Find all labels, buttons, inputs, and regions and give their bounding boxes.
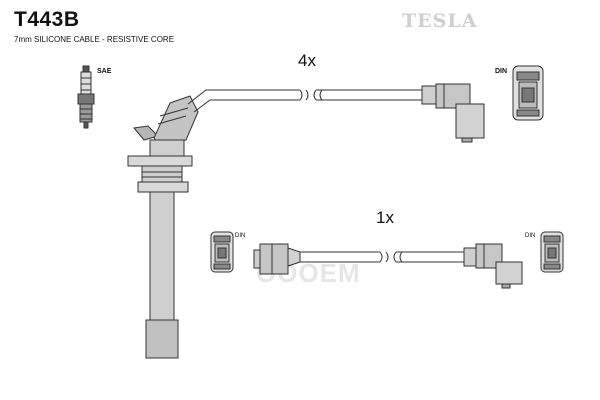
din-terminal-icon-top bbox=[512, 65, 544, 121]
upper-lead-din-connector bbox=[421, 83, 485, 143]
lower-lead-straight-connector bbox=[253, 243, 301, 275]
din-terminal-icon-bottom-left bbox=[210, 231, 234, 273]
sae-label: SAE bbox=[97, 68, 112, 75]
lower-lead-din-connector bbox=[463, 243, 523, 289]
din-label-bottom-right: DIN bbox=[525, 233, 536, 239]
upper-lead-quantity: 4x bbox=[298, 51, 316, 70]
din-label-bottom-left: DIN bbox=[235, 233, 246, 239]
upper-lead-cable bbox=[187, 89, 422, 113]
upper-lead-plug-boot bbox=[127, 95, 199, 359]
lower-lead-cable bbox=[300, 251, 464, 263]
spark-plug-icon bbox=[77, 65, 95, 129]
part-code: T443B bbox=[14, 8, 80, 31]
cable-description: 7mm SILICONE CABLE - RESISTIVE CORE bbox=[14, 35, 175, 44]
lower-lead-quantity: 1x bbox=[376, 208, 394, 227]
din-terminal-icon-bottom-right bbox=[540, 231, 564, 273]
brand-logo: TESLA bbox=[402, 10, 478, 32]
din-label-top: DIN bbox=[495, 68, 508, 75]
